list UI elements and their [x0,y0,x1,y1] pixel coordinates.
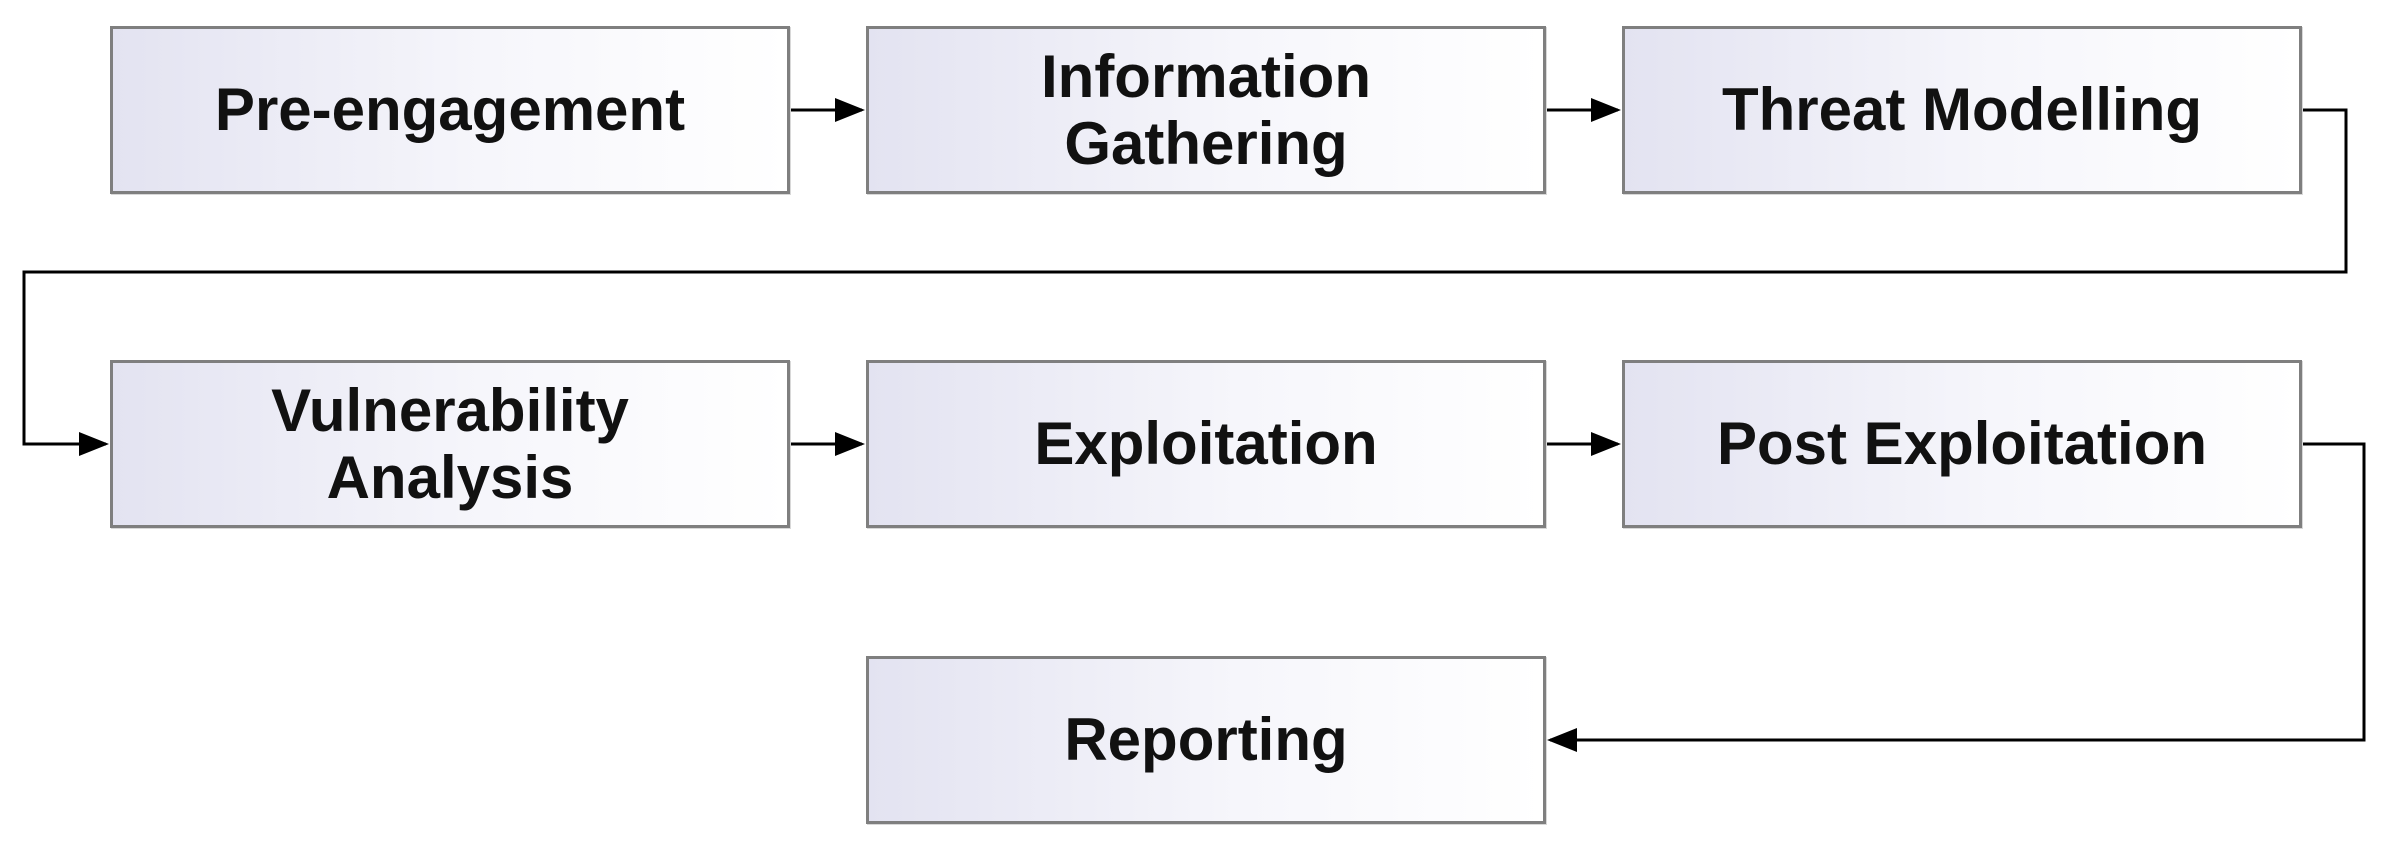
step-label: Information Gathering [1041,42,1371,177]
step-label: Post Exploitation [1716,410,2208,478]
step-label: Pre-engagement [214,76,686,144]
step-label: Vulnerability Analysis [271,376,629,511]
step-information-gathering: Information Gathering [866,26,1546,194]
step-post-exploitation: Post Exploitation [1622,360,2302,528]
step-exploitation: Exploitation [866,360,1546,528]
step-vulnerability-analysis: Vulnerability Analysis [110,360,790,528]
step-pre-engagement: Pre-engagement [110,26,790,194]
step-reporting: Reporting [866,656,1546,824]
step-threat-modelling: Threat Modelling [1622,26,2302,194]
step-label: Exploitation [1034,410,1378,478]
step-label: Threat Modelling [1722,76,2202,144]
step-label: Reporting [1064,706,1348,774]
